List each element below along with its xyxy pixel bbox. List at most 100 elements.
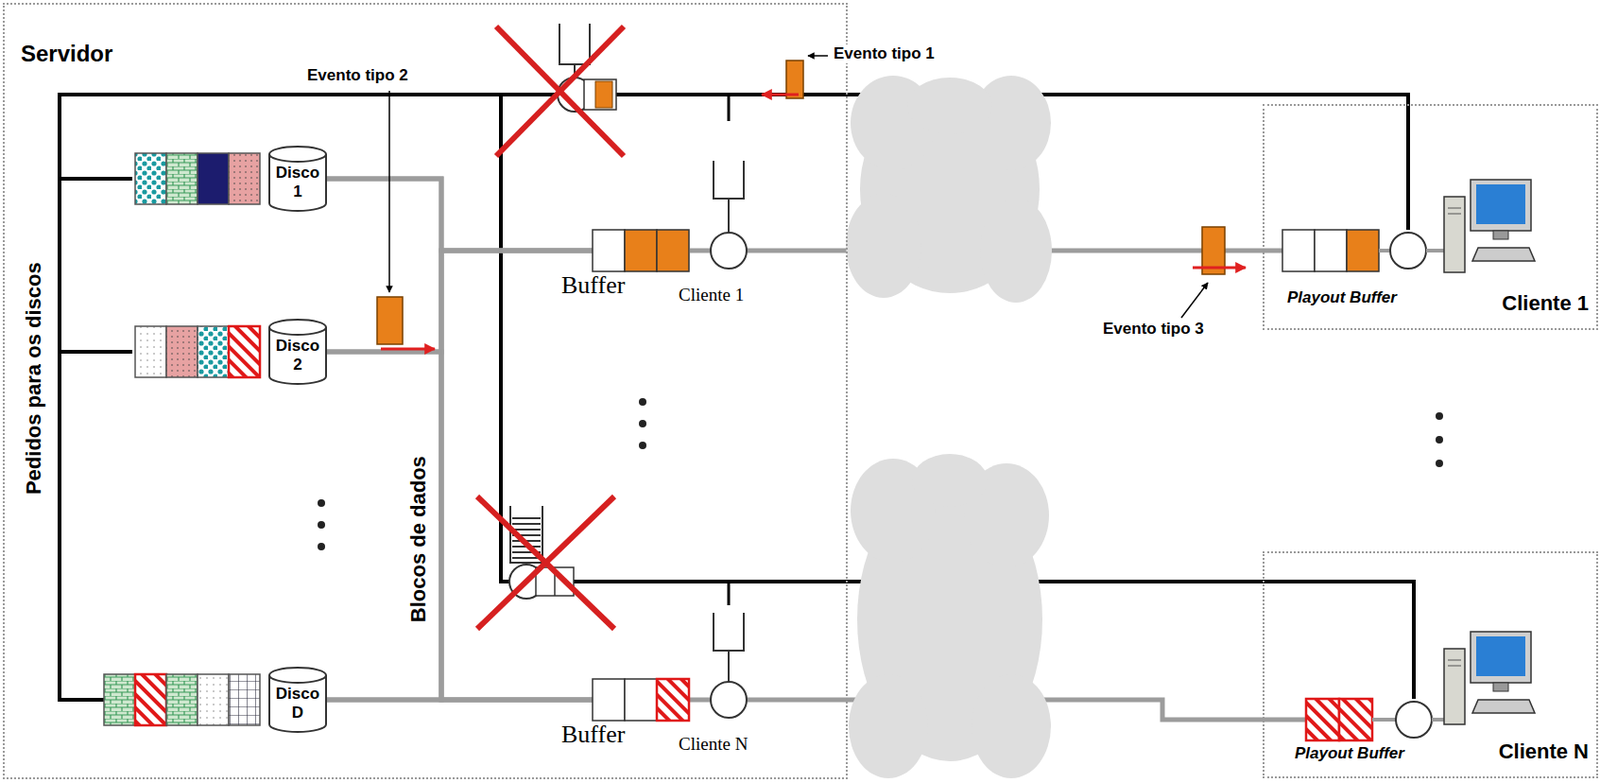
request-queue-part — [135, 673, 167, 725]
server-buffer-queue-part — [727, 581, 731, 605]
computer-icon — [1444, 631, 1535, 724]
data-line — [326, 697, 593, 703]
buffer-queue: BufferCliente N — [592, 678, 690, 721]
request-queue-part — [197, 153, 229, 205]
playout-queue-part — [1372, 717, 1396, 722]
crossed-queue-part — [559, 23, 590, 65]
ellipsis-dots-part — [317, 498, 326, 507]
server-buffer-queue-part — [656, 229, 689, 272]
computer-icon-part — [1470, 179, 1532, 231]
request-queue — [135, 153, 260, 205]
axis-label: Pedidos para os discos — [21, 259, 47, 497]
crossed-queue — [496, 23, 624, 156]
computer-icon-part — [1447, 213, 1462, 215]
crossed-queue-part — [595, 81, 613, 108]
request-queue-part — [135, 326, 167, 378]
disk-cylinder — [269, 146, 327, 732]
request-queue-part — [135, 153, 167, 205]
crossed-queue — [477, 496, 615, 629]
ellipsis-dots-part — [317, 542, 326, 551]
server-buffer-queue-part — [713, 160, 744, 199]
disk-cylinder-part — [269, 326, 327, 335]
buffer-queue: BufferCliente 1 — [592, 229, 690, 272]
computer-icon-part — [1476, 184, 1526, 224]
network-cloud-part — [907, 77, 993, 135]
network-cloud-part — [971, 673, 1051, 778]
playout-queue — [1282, 229, 1445, 272]
playout-queue-part — [1395, 701, 1432, 738]
server-buffer-queue-part — [710, 232, 747, 269]
server-buffer-queue — [592, 581, 747, 721]
request-line — [59, 94, 1414, 700]
server-buffer-queue-part — [713, 612, 744, 651]
disk-cylinder-part — [269, 674, 327, 683]
server-buffer-queue-part — [727, 94, 731, 121]
computer-icon — [1444, 179, 1535, 273]
request-queue-part — [103, 673, 136, 725]
request-queue-part — [228, 673, 260, 725]
computer-icon-part — [1493, 682, 1509, 691]
ellipsis-dots — [317, 397, 1444, 551]
playout-queue-part — [1346, 229, 1379, 272]
playout-buffer: Playout Buffer — [1306, 698, 1431, 740]
data-block-event-part — [380, 347, 435, 351]
event-label: Evento tipo 2 — [305, 66, 411, 86]
disk-label: Disco 2 — [270, 336, 326, 374]
client-region: Cliente N Playout Buffer — [1264, 552, 1597, 776]
request-line — [59, 94, 1414, 699]
disk-node: Disco 1 — [132, 146, 327, 211]
playout-queue-part — [1426, 248, 1445, 253]
request-event — [761, 55, 828, 99]
disk-node: Disco 2 — [132, 319, 327, 384]
playout-queue-part — [1306, 698, 1340, 740]
computer-icon-part — [1447, 659, 1462, 661]
playout-queue-part — [1390, 232, 1427, 269]
ellipsis-dots-part — [317, 520, 326, 529]
request-line — [59, 94, 1414, 699]
event-label: Evento tipo 1 — [831, 44, 937, 64]
playout-queue-part — [1314, 229, 1347, 272]
disk-node: Disco D — [103, 667, 327, 732]
request-queue-part — [228, 326, 260, 378]
client-title: Cliente N — [1498, 739, 1589, 763]
computer-icon-part — [1444, 648, 1465, 724]
ellipsis-dots-part — [1435, 412, 1444, 420]
data-line — [326, 178, 593, 251]
ellipsis-dots-part — [1435, 459, 1444, 467]
disk-cylinder-part — [269, 154, 327, 162]
server-buffer-queue — [592, 94, 747, 272]
buffer-label: Buffer — [561, 720, 625, 749]
server-region: ServidorDisco 1Disco 2Disco DBufferClien… — [4, 4, 846, 777]
ellipsis-dots-part — [638, 441, 647, 449]
computer-icon-part — [1444, 196, 1465, 273]
crossed-queue-part — [477, 496, 615, 629]
request-queue — [135, 326, 260, 378]
disk-label: Disco D — [270, 684, 326, 722]
request-line — [59, 94, 1409, 352]
data-block-event-part — [388, 90, 391, 293]
crossed-queue-part — [496, 26, 624, 156]
request-queue-part — [166, 326, 198, 378]
request-queue-part — [166, 153, 198, 205]
axis-label: Blocos de dados — [406, 453, 431, 624]
playout-label: Playout Buffer — [1287, 288, 1397, 308]
ellipsis-dots-part — [638, 419, 647, 428]
event-label: Evento tipo 3 — [1101, 319, 1206, 339]
ellipsis-dots-part — [638, 397, 647, 406]
server-buffer-queue-part — [727, 650, 730, 682]
buffer-client-label: Cliente 1 — [678, 284, 744, 306]
buffer-client-label: Cliente N — [678, 733, 748, 755]
request-line — [59, 94, 1409, 700]
client-region: Cliente 1Playout Buffer — [1264, 105, 1597, 328]
request-event-part — [786, 60, 804, 99]
data-block-event — [377, 90, 435, 349]
data-block-event-part — [1192, 266, 1246, 270]
disk-cylinder-part — [269, 667, 327, 732]
computer-icon-part — [1447, 665, 1462, 667]
playout-queue-part — [1339, 698, 1373, 740]
data-line — [326, 178, 593, 700]
playout-label: Playout Buffer — [1294, 743, 1405, 763]
network-cloud-part — [911, 453, 988, 507]
request-event-part — [808, 54, 828, 57]
